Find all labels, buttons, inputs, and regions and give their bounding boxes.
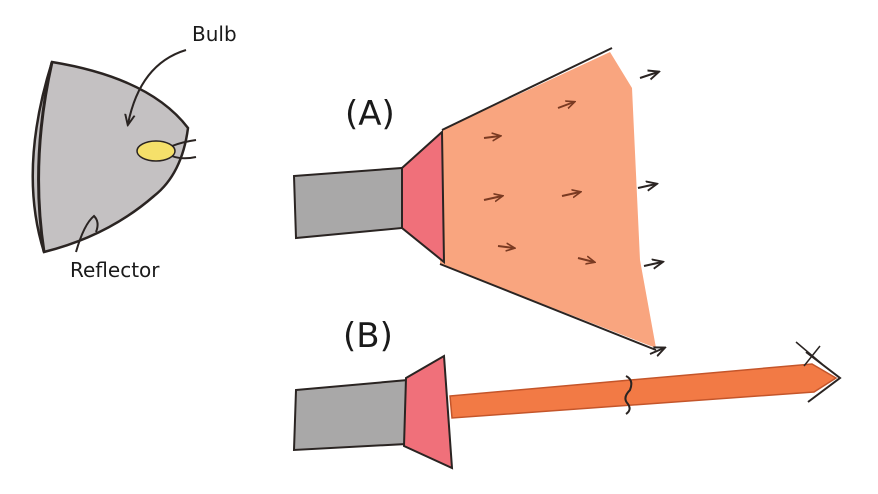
beam-arrow	[483, 196, 502, 200]
diagram-b-label: (B)	[343, 316, 393, 356]
reflector-label: Reflector	[70, 258, 160, 282]
flashlight-a-handle	[292, 166, 403, 240]
beam-arrow	[483, 136, 500, 138]
laser-b-lens	[402, 354, 454, 470]
flashlight-a-beam-bottom-edge	[439, 263, 657, 351]
diagram-a-label: (A)	[345, 94, 395, 134]
bulb-pointer-arrow	[128, 49, 187, 124]
beam-arrow	[557, 102, 574, 108]
flashlight-a-beam-top-edge	[441, 47, 613, 131]
reflector-pointer-arrow	[75, 214, 99, 253]
reflector-diagram	[31, 49, 197, 254]
flashlight-a-beam	[440, 52, 656, 348]
laser-b-cross-mark	[795, 341, 823, 367]
edge-arrow	[649, 348, 664, 354]
flashlight-a-beam-arrows	[483, 102, 594, 262]
edge-arrow	[639, 72, 658, 78]
reflector-rim	[37, 61, 54, 253]
bulb-stem	[171, 139, 197, 160]
bulb-label: Bulb	[192, 22, 237, 46]
laser-b-beam-squiggle	[624, 375, 633, 415]
laser-b-beam	[449, 363, 838, 419]
beam-arrow	[497, 246, 514, 248]
laser-b-handle	[292, 378, 410, 452]
reflector-shape	[31, 60, 190, 254]
flashlight-a-lens	[401, 129, 446, 265]
laser-diagram	[292, 341, 842, 470]
flashlight-a-edge-arrows	[637, 72, 664, 354]
edge-arrow	[637, 184, 656, 188]
bulb-icon	[136, 140, 176, 162]
edge-arrow	[643, 262, 662, 266]
beam-arrow	[561, 192, 580, 196]
flashlight-diagram	[292, 47, 664, 354]
beam-arrow	[577, 258, 594, 262]
